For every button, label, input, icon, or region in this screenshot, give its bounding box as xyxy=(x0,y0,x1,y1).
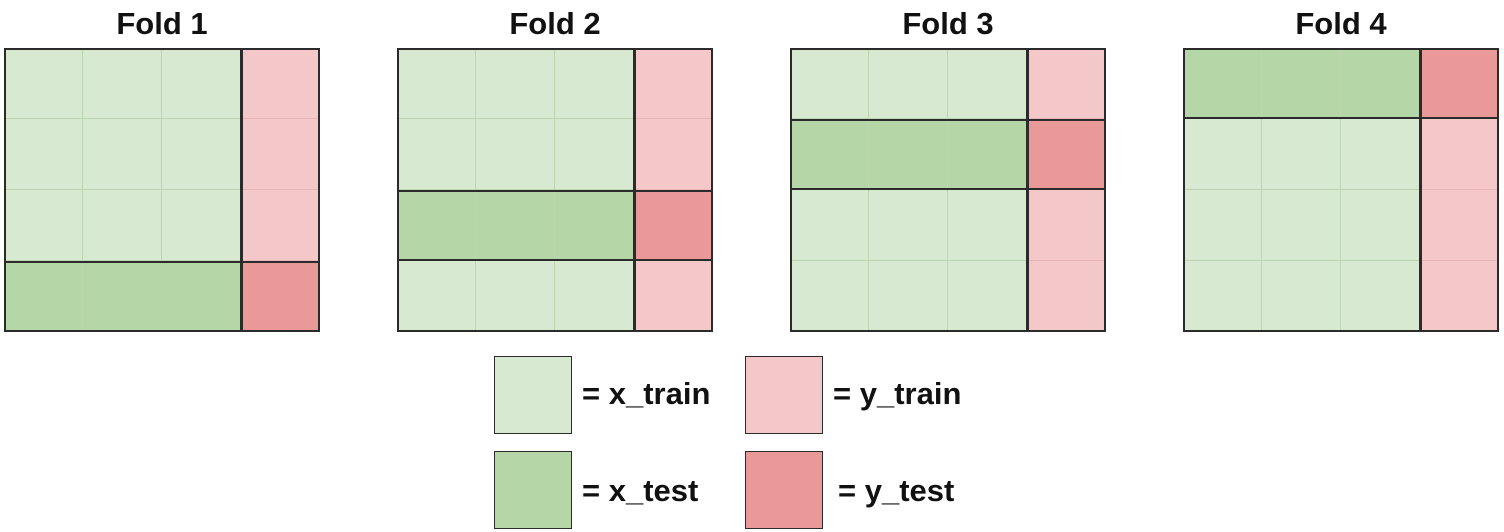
y-test-cell xyxy=(1027,119,1106,190)
fold-3-title: Fold 3 xyxy=(902,6,994,41)
y-train-cell xyxy=(241,48,320,119)
test-row-outline xyxy=(790,119,1106,190)
y-train-cell xyxy=(1027,261,1106,332)
legend-x-test-swatch xyxy=(494,451,572,529)
legend-x-train-swatch xyxy=(494,356,572,434)
y-train-cell xyxy=(1420,119,1499,190)
fold-3-diagram xyxy=(790,48,1106,332)
x-train-cell xyxy=(948,190,1027,261)
legend-y-train-label: = y_train xyxy=(833,376,962,411)
x-train-cell xyxy=(1183,190,1262,261)
x-train-cell xyxy=(869,48,948,119)
test-row-outline xyxy=(1183,48,1499,119)
x-train-cell xyxy=(869,190,948,261)
x-train-cell xyxy=(1341,261,1420,332)
x-train-cell xyxy=(476,119,555,190)
fold-1-diagram xyxy=(4,48,320,332)
x-test-cell xyxy=(1341,48,1420,119)
x-train-cell xyxy=(869,261,948,332)
fold-4-title: Fold 4 xyxy=(1295,6,1387,41)
x-train-cell xyxy=(83,119,162,190)
x-test-cell xyxy=(397,190,476,261)
x-train-cell xyxy=(476,261,555,332)
x-train-cell xyxy=(790,190,869,261)
fold-2-diagram xyxy=(397,48,713,332)
legend-y-test-swatch xyxy=(745,451,823,529)
x-train-cell xyxy=(555,48,634,119)
x-train-cell xyxy=(4,48,83,119)
x-train-cell xyxy=(555,119,634,190)
x-train-cell xyxy=(1341,190,1420,261)
legend-y-train-swatch xyxy=(745,356,823,434)
fold-1-title: Fold 1 xyxy=(116,6,208,41)
x-block-outline xyxy=(790,48,1028,332)
x-test-cell xyxy=(162,261,241,332)
x-train-cell xyxy=(790,261,869,332)
legend-y-test-label: = y_test xyxy=(838,473,955,508)
x-train-cell xyxy=(790,48,869,119)
x-train-cell xyxy=(1183,261,1262,332)
y-test-cell xyxy=(634,190,713,261)
x-train-cell xyxy=(162,190,241,261)
x-train-cell xyxy=(162,119,241,190)
x-train-cell xyxy=(397,48,476,119)
x-train-cell xyxy=(476,48,555,119)
x-train-cell xyxy=(1262,190,1341,261)
y-train-cell xyxy=(1027,48,1106,119)
test-row-outline xyxy=(397,190,713,261)
y-block-outline xyxy=(1027,48,1106,332)
fold-2-title: Fold 2 xyxy=(509,6,601,41)
y-train-cell xyxy=(1027,190,1106,261)
y-train-cell xyxy=(241,190,320,261)
test-row-outline xyxy=(4,261,320,332)
x-test-cell xyxy=(1262,48,1341,119)
x-train-cell xyxy=(83,48,162,119)
x-train-cell xyxy=(1341,119,1420,190)
x-train-cell xyxy=(948,48,1027,119)
y-train-cell xyxy=(1420,261,1499,332)
y-train-cell xyxy=(634,119,713,190)
x-train-cell xyxy=(4,190,83,261)
x-train-cell xyxy=(1183,119,1262,190)
x-test-cell xyxy=(1183,48,1262,119)
x-test-cell xyxy=(83,261,162,332)
y-train-cell xyxy=(1420,190,1499,261)
x-train-cell xyxy=(397,119,476,190)
fold-4-diagram xyxy=(1183,48,1499,332)
x-train-cell xyxy=(1262,119,1341,190)
x-test-cell xyxy=(869,119,948,190)
legend-x-test-label: = x_test xyxy=(582,473,699,508)
x-train-cell xyxy=(83,190,162,261)
x-train-cell xyxy=(4,119,83,190)
legend-x-train-label: = x_train xyxy=(582,376,711,411)
y-train-cell xyxy=(634,48,713,119)
x-train-cell xyxy=(162,48,241,119)
